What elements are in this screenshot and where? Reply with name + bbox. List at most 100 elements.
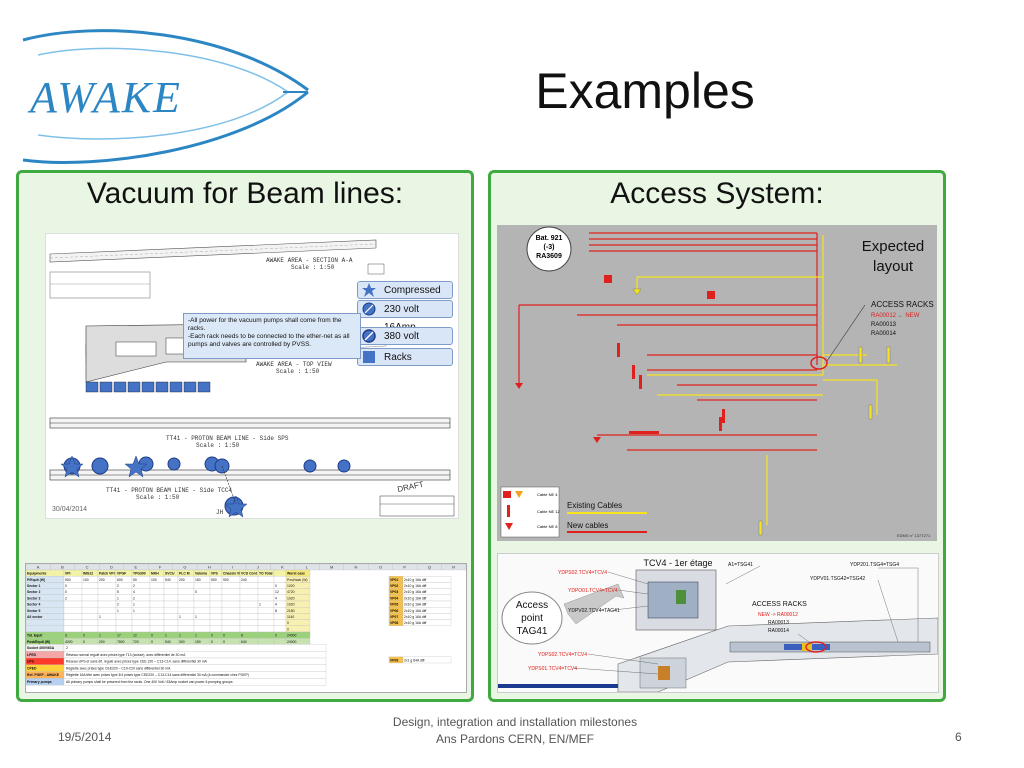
sheet-cell	[63, 607, 83, 614]
sheet-cell	[81, 625, 99, 633]
bat-label-1: Bat. 921	[536, 235, 563, 242]
sheet-cell	[149, 607, 165, 614]
sheet-col-letter: C	[86, 565, 89, 570]
sheet-cell	[81, 619, 99, 626]
sheet-header-text: SVCU	[165, 572, 175, 576]
sheet-cell	[97, 588, 117, 595]
sheet-cell-text: 0	[223, 640, 225, 644]
sheet-cell	[97, 594, 117, 602]
sheet-cell	[63, 625, 83, 633]
sheet-side-desc	[402, 619, 452, 626]
sheet-cell-text: 4200	[65, 640, 73, 644]
sheet-side-key-text: VP03	[390, 590, 398, 594]
sheet-cell	[285, 619, 311, 626]
sheet-cell-text: 8	[275, 609, 277, 613]
sheet-cell	[257, 619, 275, 626]
sheet-col-letter: L	[306, 565, 309, 570]
sheet-cell-text: 12	[275, 590, 279, 594]
sheet-header-text: TPG300	[133, 572, 146, 576]
sheet-cell	[163, 582, 179, 589]
sheet-header-text: VPGF	[117, 572, 126, 576]
new-cables	[518, 232, 818, 451]
sheet-cell	[163, 613, 179, 620]
sheet-cell-text: 100	[83, 578, 89, 582]
sheet-cell	[209, 588, 223, 595]
sheet-legend-desc-text: Réglette 16A tête avec prises type 3/4 p…	[66, 673, 249, 677]
sheet-cell	[97, 625, 117, 633]
sheet-legend-key-text: Ref. PGEP - AWAKE	[27, 673, 60, 677]
awake-logo: AWAKE	[18, 20, 318, 170]
sheet-cell	[97, 607, 117, 614]
sheet-cell	[221, 594, 241, 602]
tcc4-scale: Scale : 1:50	[136, 494, 180, 501]
sheet-cell	[221, 588, 241, 595]
sheet-cell-text: 3	[65, 634, 67, 638]
existing-devices	[632, 288, 891, 536]
vacuum-layout-drawing: AWAKE AREA - SECTION A-A Scale : 1:50 AW…	[45, 233, 459, 519]
sheet-header-text: VPI	[65, 572, 71, 576]
sheet-cell	[273, 613, 287, 620]
sheet-legend-key-text: CPED	[27, 666, 37, 670]
sheet-cell-text: 0	[83, 634, 85, 638]
sheet-cell	[239, 594, 259, 602]
sheet-side-desc-text: 2x10 g 16A diff	[404, 584, 426, 588]
sheet-header-text: Valoréa	[195, 572, 207, 576]
sheet-cell-text: 540	[165, 578, 171, 582]
sheet-header-text: Equipments	[27, 572, 47, 576]
sheet-cell-text: 0	[83, 640, 85, 644]
sheet-cell-text: 2	[133, 596, 135, 600]
sheet-cell	[239, 619, 259, 626]
sheet-cell	[239, 613, 259, 620]
sheet-legend-desc	[63, 644, 327, 652]
sheet-side-key-text: VP05	[390, 603, 398, 607]
sheet-cell-text: 12	[133, 634, 137, 638]
legend-230v: 230 volt 16Amp	[357, 300, 453, 333]
sheet-header-text: Worst case	[287, 572, 305, 576]
sheet-side-desc-text: 2x10 g 16A diff	[404, 615, 426, 619]
sheet-cell	[97, 600, 117, 608]
sheet-cell	[273, 638, 287, 645]
sheet-cell-text: 720	[133, 640, 139, 644]
rack-square-icon	[362, 350, 376, 364]
sheet-legend-desc-text: Réseau UPS et sans dif. régulé avec pris…	[66, 660, 208, 664]
tcc4-title: TT41 - PROTON BEAM LINE - Side TCC4	[106, 487, 232, 494]
initials: JH	[216, 509, 224, 516]
sheet-cell	[221, 625, 241, 633]
sheet-cell	[177, 625, 195, 633]
sheet-cell-text: 5	[117, 590, 119, 594]
sheet-cell-text: P/Equit (W)	[27, 578, 45, 582]
sheet-cell	[239, 625, 259, 633]
footer-date: 19/5/2014	[58, 730, 112, 744]
sheet-cell	[193, 582, 211, 589]
tcv4-rack-3: RA00014	[768, 628, 789, 634]
sheet-cell	[221, 600, 241, 608]
sheet-cell	[273, 576, 287, 583]
sheet-cell	[239, 582, 259, 589]
sheet-cell-text: 640	[241, 640, 247, 644]
legend-item-2: Cable NE 12	[537, 509, 560, 514]
tcv4-label-4: YDPS01.TCV4=TCV4	[528, 666, 577, 672]
sheet-cell-text: 240	[241, 578, 247, 582]
sheet-cell-text: 540	[165, 640, 171, 644]
sheet-side-desc-text: 2x10 g 16A diff	[404, 621, 426, 625]
sheet-cell-text: 4720	[287, 590, 295, 594]
sheet-legend-key-text: LPED	[27, 653, 37, 657]
sheet-cell	[193, 619, 211, 626]
sheet-side-key-text: VP09	[390, 658, 398, 662]
sheet-cell-text: 1140	[287, 615, 294, 619]
sheet-cell-text: Sector 4	[27, 603, 40, 607]
sheet-cell	[131, 619, 151, 626]
sheet-cell	[273, 619, 287, 626]
sheet-cell-text: 0	[211, 634, 213, 638]
sheet-cell-text: 2	[117, 584, 119, 588]
vacuum-panel: Vacuum for Beam lines: AWAKE AREA - SECT…	[16, 170, 474, 702]
sheet-cell-text: 1	[195, 615, 197, 619]
sheet-side-key-text: VP02	[390, 584, 398, 588]
access-devices	[515, 275, 725, 443]
bat-label-3: RA3609	[536, 253, 562, 260]
sheet-legend-desc-text: 2	[66, 646, 68, 650]
power-socket-large-icon	[362, 329, 376, 343]
sheet-cell	[115, 619, 133, 626]
sheet-side-desc-text: 2x1 g 64A diff	[404, 658, 425, 662]
